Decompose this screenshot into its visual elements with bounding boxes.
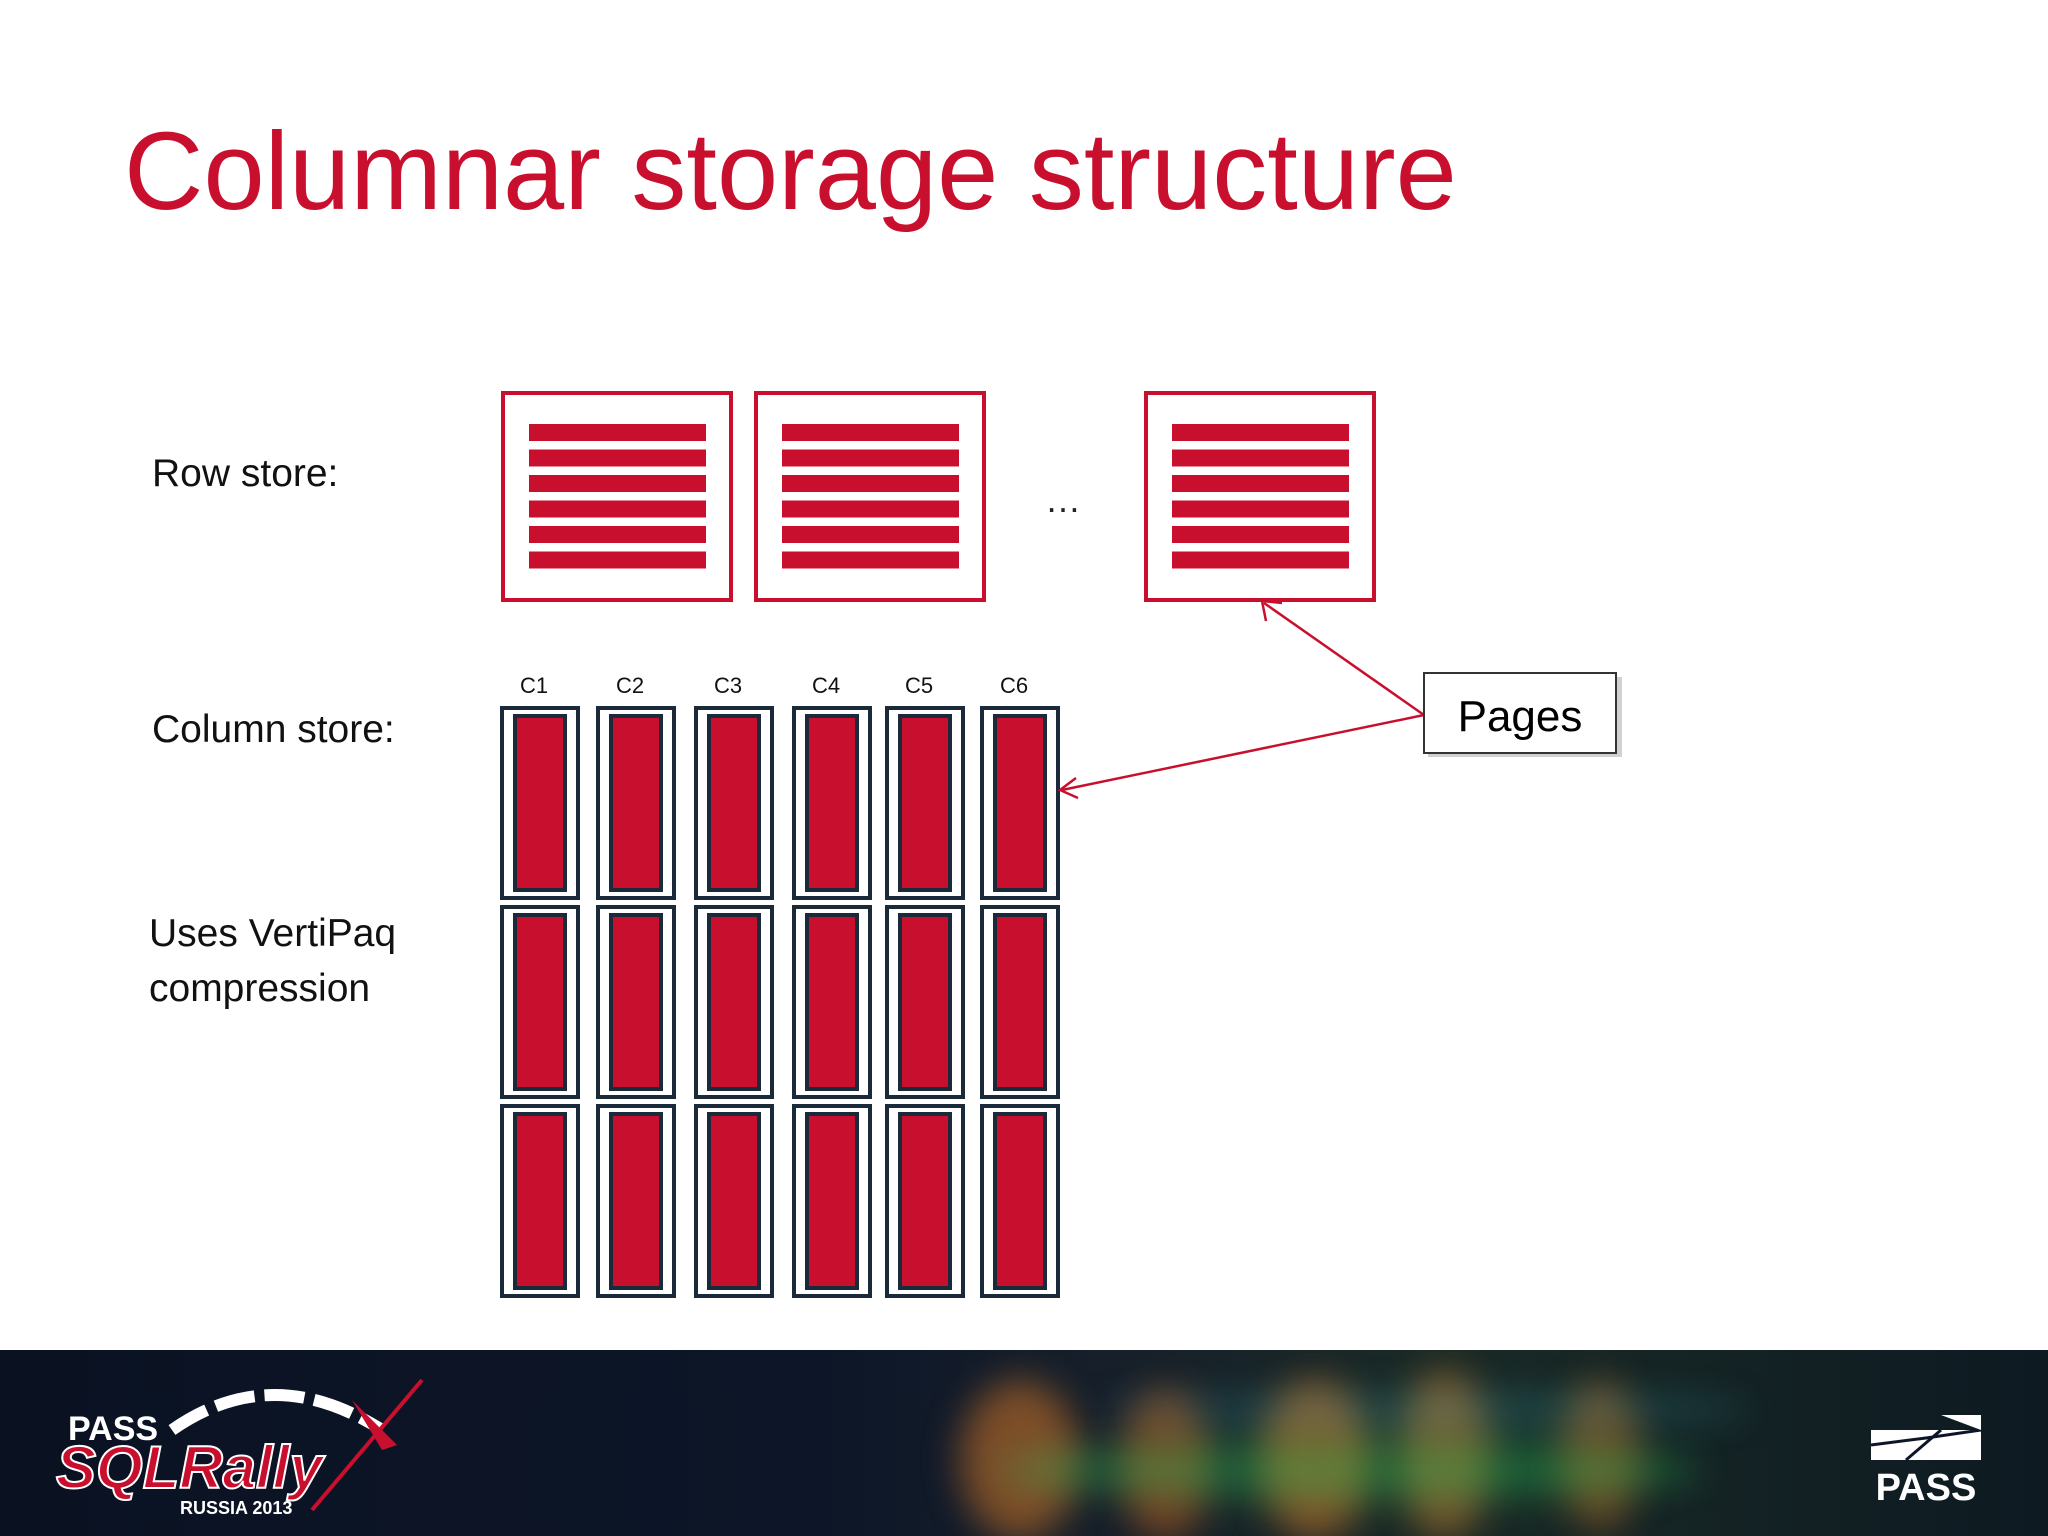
column-segment bbox=[980, 1104, 1060, 1298]
row-page bbox=[1144, 391, 1376, 602]
row-page-row bbox=[782, 500, 959, 518]
column-segment bbox=[596, 706, 676, 900]
column-segment bbox=[500, 1104, 580, 1298]
slide-title: Columnar storage structure bbox=[124, 110, 1457, 233]
row-page-row bbox=[782, 551, 959, 569]
column-segment bbox=[792, 1104, 872, 1298]
compression-label: Uses VertiPaq compression bbox=[149, 906, 449, 1016]
pages-text: Pages bbox=[1458, 692, 1583, 741]
column-segment bbox=[885, 905, 965, 1099]
compression-label-line2: compression bbox=[149, 967, 371, 1010]
column-segments bbox=[500, 706, 1060, 1298]
logo-event-text: RUSSIA 2013 bbox=[180, 1498, 292, 1518]
column-segment bbox=[885, 706, 965, 900]
storage-diagram: … C1 C2 C3 C4 C5 C6 Pages bbox=[500, 391, 1622, 1298]
footer-banner bbox=[0, 1350, 2048, 1536]
column-segment bbox=[885, 1104, 965, 1298]
pages-callout: Pages bbox=[1423, 672, 1622, 757]
column-header-c2: C2 bbox=[616, 673, 644, 698]
row-page bbox=[754, 391, 986, 602]
row-page-row bbox=[1172, 500, 1349, 518]
row-page-row bbox=[782, 449, 959, 467]
row-page-row bbox=[1172, 526, 1349, 543]
column-segment bbox=[694, 706, 774, 900]
column-header-c3: C3 bbox=[714, 673, 742, 698]
row-page-row bbox=[782, 526, 959, 543]
column-segment bbox=[694, 905, 774, 1099]
column-headers: C1 C2 C3 C4 C5 C6 bbox=[520, 673, 1028, 698]
column-header-c5: C5 bbox=[905, 673, 933, 698]
pass-logo-text: PASS bbox=[1876, 1467, 1977, 1509]
pages-box bbox=[1423, 672, 1617, 754]
arrow-to-row-page bbox=[1263, 601, 1425, 717]
ellipsis: … bbox=[1045, 479, 1081, 520]
pages-arrows bbox=[1057, 599, 1425, 800]
column-segment bbox=[500, 905, 580, 1099]
row-page-row bbox=[782, 475, 959, 492]
row-page-row bbox=[1172, 449, 1349, 467]
row-store-label: Row store: bbox=[152, 452, 339, 495]
column-segment bbox=[792, 706, 872, 900]
logo-brand-text: SQLRally bbox=[56, 1434, 325, 1501]
row-page-row bbox=[529, 424, 706, 441]
row-store-pages bbox=[501, 391, 1376, 602]
column-store-label: Column store: bbox=[152, 708, 395, 751]
arrowhead-column-segment bbox=[1057, 777, 1079, 800]
row-page-row bbox=[529, 526, 706, 543]
column-header-c4: C4 bbox=[812, 673, 840, 698]
column-segment bbox=[596, 905, 676, 1099]
column-segment bbox=[980, 706, 1060, 900]
compression-label-line1: Uses VertiPaq bbox=[149, 912, 397, 955]
row-page-row bbox=[529, 500, 706, 518]
arrowhead-row-page bbox=[1260, 599, 1283, 622]
column-segment bbox=[980, 905, 1060, 1099]
pass-logo: PASS bbox=[1870, 1415, 1982, 1509]
column-segment bbox=[694, 1104, 774, 1298]
column-segment bbox=[792, 905, 872, 1099]
row-page-row bbox=[529, 449, 706, 467]
column-segment bbox=[596, 1104, 676, 1298]
row-page bbox=[501, 391, 733, 602]
column-segment bbox=[500, 706, 580, 900]
sqlrally-logo: PASS SQLRally RUSSIA 2013 bbox=[55, 1378, 424, 1518]
row-page-row bbox=[529, 475, 706, 492]
arrow-to-column-segment bbox=[1061, 713, 1425, 792]
row-page-row bbox=[782, 424, 959, 441]
row-page-row bbox=[529, 551, 706, 569]
logo-pass-text: PASS bbox=[68, 1410, 158, 1448]
column-header-c1: C1 bbox=[520, 673, 548, 698]
row-page-row bbox=[1172, 424, 1349, 441]
column-header-c6: C6 bbox=[1000, 673, 1028, 698]
row-page-row bbox=[1172, 475, 1349, 492]
row-page-row bbox=[1172, 551, 1349, 569]
